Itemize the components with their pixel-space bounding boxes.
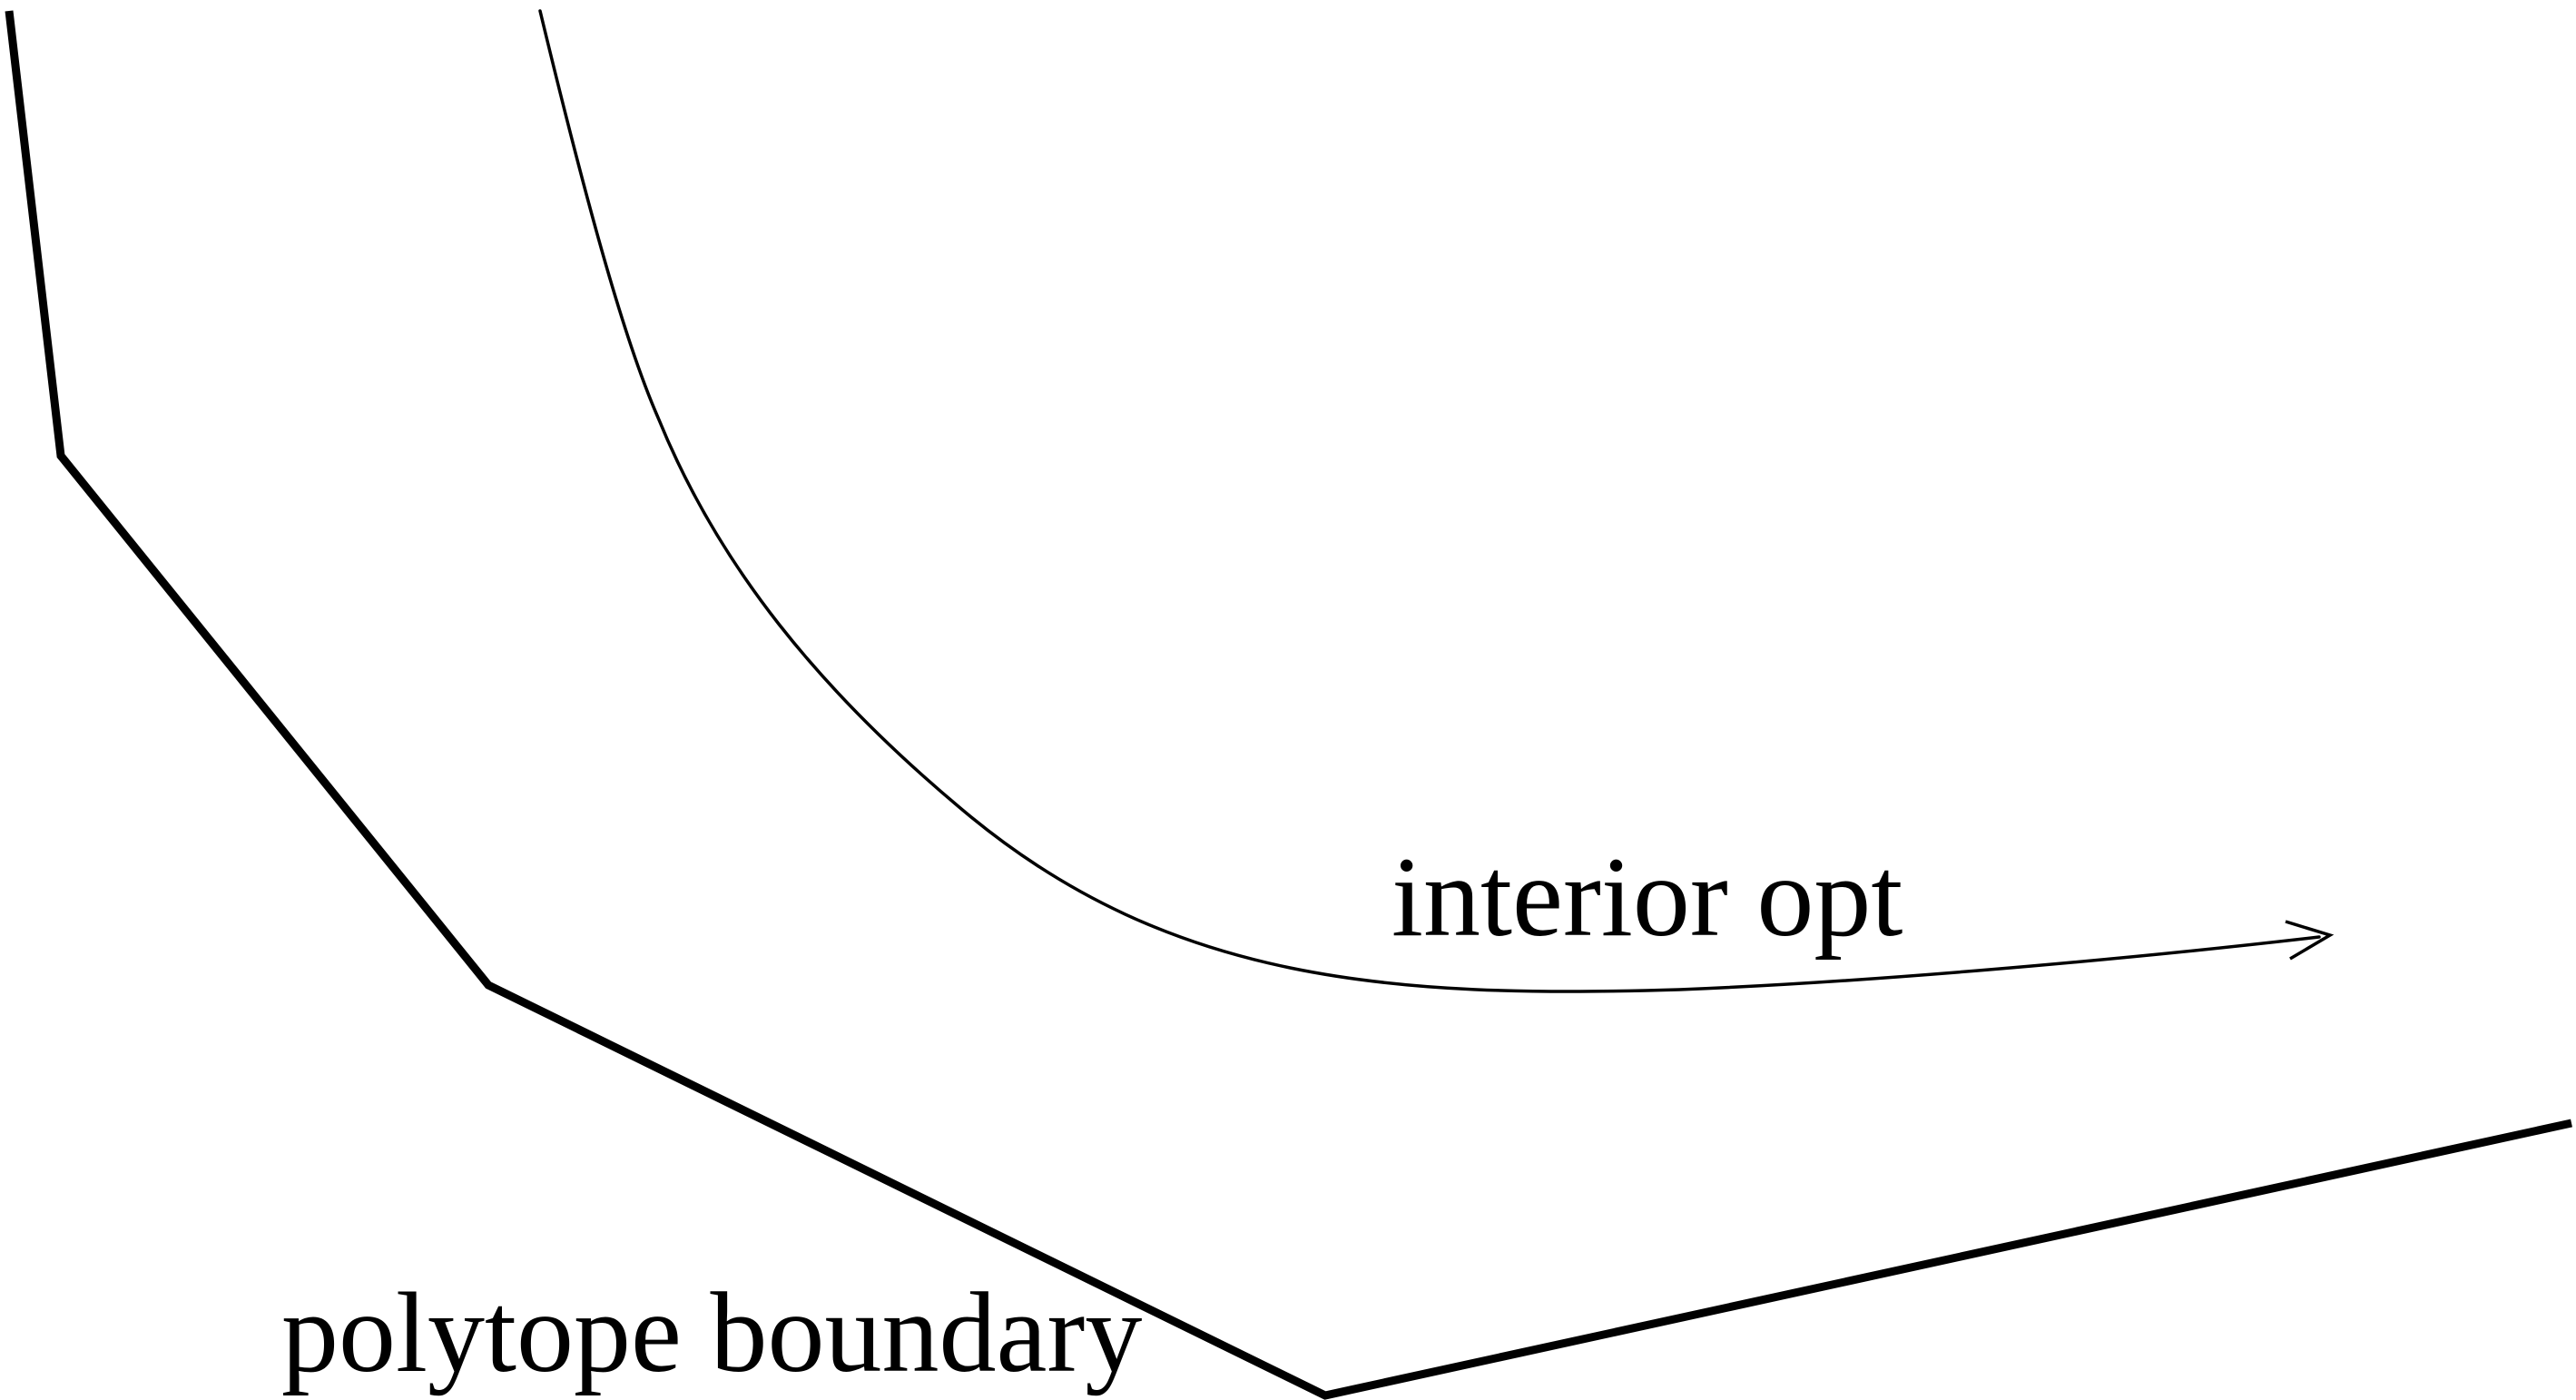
- interior-path-arrowhead: [2285, 920, 2335, 961]
- interior-path-label: interior opt: [1391, 834, 1903, 961]
- polytope-boundary-line: [5, 10, 2572, 1400]
- interior-path-curve: [538, 9, 2321, 993]
- polytope-boundary-label: polytope boundary: [281, 1270, 1142, 1396]
